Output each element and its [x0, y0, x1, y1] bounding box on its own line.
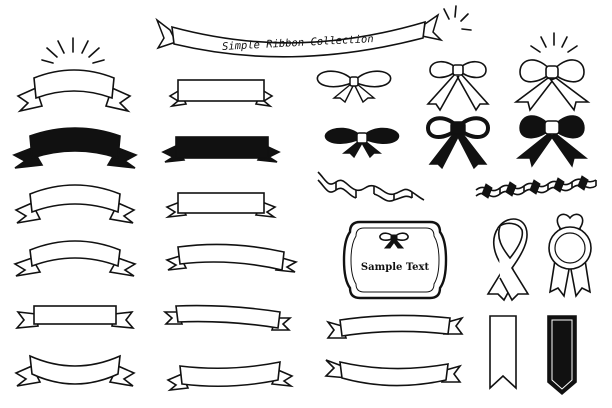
ribbon-banner-icon: [13, 240, 137, 277]
wavy-ribbon-icon: [481, 175, 589, 199]
ribbon-banner-icon: [325, 314, 465, 339]
bow-icon: [379, 232, 409, 249]
bow-icon: [516, 115, 588, 168]
ribbon-banner-icon: [168, 79, 274, 108]
bow-icon: [324, 127, 400, 159]
ribbon-banner-icon: [14, 354, 136, 387]
ribbon-banner-icon: [162, 304, 293, 331]
bookmark-tag-icon: [547, 315, 577, 396]
ribbon-banner-icon: [15, 305, 135, 329]
ornate-label-frame-icon: Sample Text: [342, 220, 448, 300]
ribbon-banner-icon: [16, 69, 132, 113]
ribbon-banner-icon: [164, 243, 299, 273]
ribbon-banner-icon: [12, 127, 138, 169]
sparkle-burst-icon: [41, 37, 105, 64]
ribbon-banner-icon: [324, 359, 463, 387]
ribbon-banner-icon: [165, 192, 277, 219]
ribbon-banner-icon: [14, 184, 136, 224]
bow-icon: [426, 60, 490, 112]
sparkle-burst-icon: [530, 32, 578, 53]
award-rosette-icon: [548, 213, 592, 298]
bookmark-tag-icon: [489, 315, 517, 390]
frame-label: Sample Text: [361, 262, 430, 273]
sparkle-burst-icon: [443, 5, 472, 31]
ribbon-banner-icon: [161, 136, 281, 163]
ribbon-banner-icon: [166, 361, 294, 392]
bow-icon: [425, 116, 491, 170]
bow-icon: [316, 70, 392, 103]
awareness-ribbon-icon: [486, 218, 530, 302]
bow-icon: [513, 59, 591, 112]
wavy-ribbon-icon: [317, 171, 425, 202]
title-ribbon: Simple Ribbon Collection: [155, 13, 444, 58]
